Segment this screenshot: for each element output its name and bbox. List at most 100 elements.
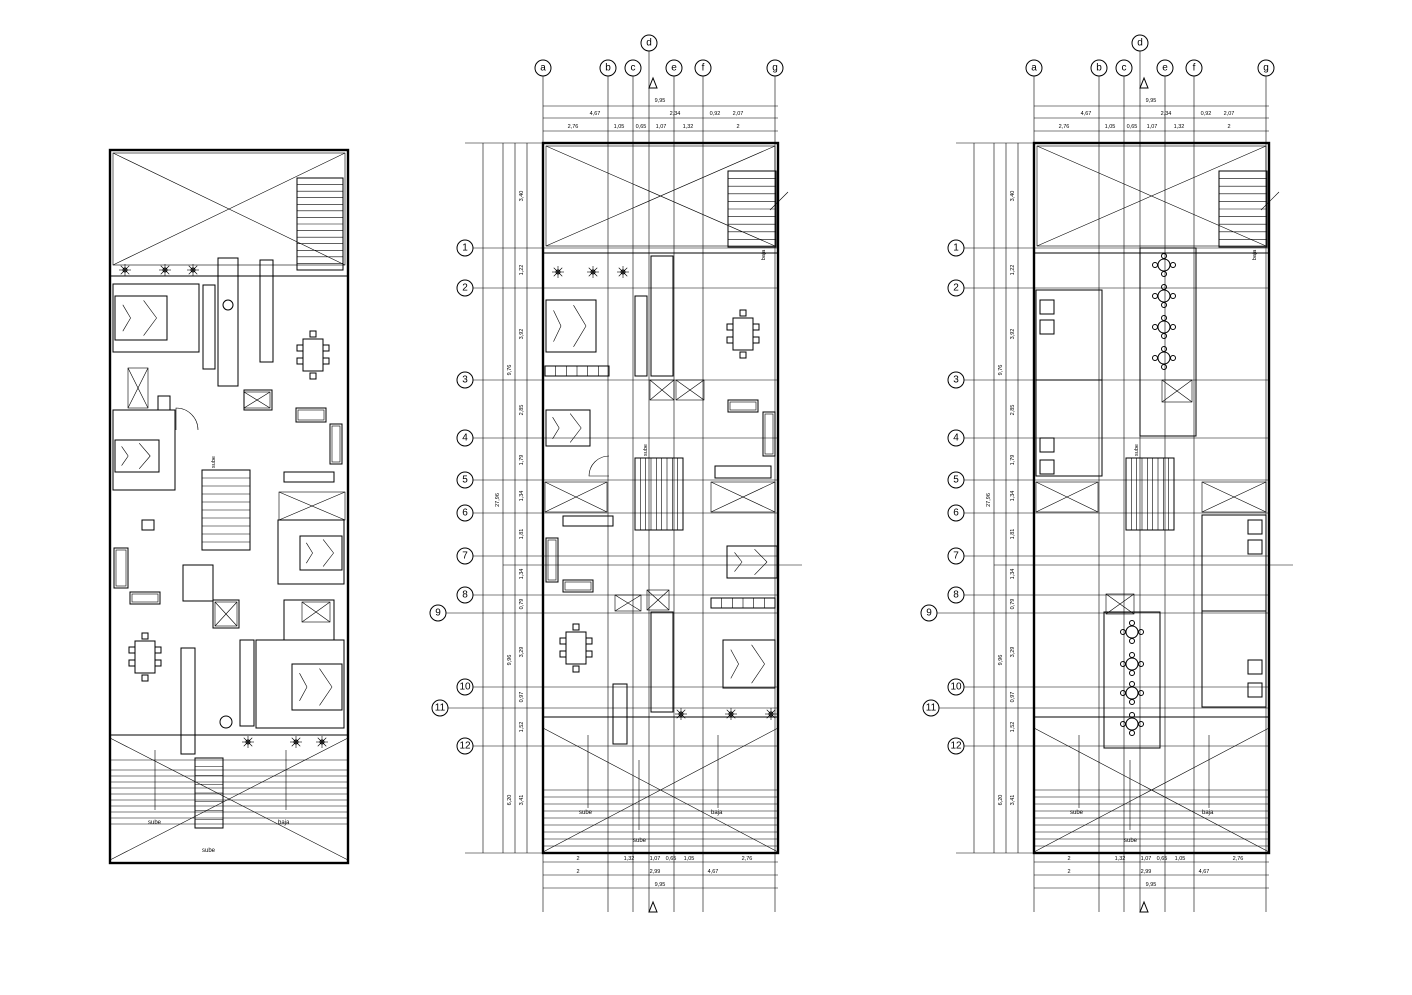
row-axis-2-label: 2 [953, 283, 959, 294]
stair-label-top: sube [211, 456, 217, 468]
dim-top2-2: 0,65 [1127, 124, 1138, 130]
col-axis-g: g [1257, 59, 1275, 77]
rear-garden-void [545, 145, 776, 247]
bath-4-shaft [214, 601, 238, 627]
dim-bot1-3: 0,65 [666, 856, 677, 862]
col-axis-e-label: e [671, 63, 677, 74]
dim-bot1-4: 1,05 [1175, 856, 1186, 862]
row-axis-7: 7 [947, 547, 965, 565]
row-axis-12-label: 12 [950, 741, 962, 752]
light-well-left [544, 481, 608, 513]
planter-bot-2 [765, 708, 777, 720]
central-stair [201, 469, 251, 551]
dim-left-seg-6: 1,81 [1010, 529, 1016, 540]
rear-garden-void [1036, 145, 1267, 247]
row-axis-6: 6 [947, 504, 965, 522]
central-stair-label: sube [643, 444, 649, 456]
row-axis-3-label: 3 [953, 375, 959, 386]
dim-top1-0: 4,67 [590, 111, 601, 117]
row-axis-6-label: 6 [462, 508, 468, 519]
row-axis-2: 2 [456, 279, 474, 297]
dim-bot2-0: 2 [576, 869, 579, 875]
dim-left-seg-12: 3,41 [519, 795, 525, 806]
row-axis-8-label: 8 [462, 590, 468, 601]
front-parking [1033, 727, 1270, 853]
sink-icon-2 [219, 715, 233, 729]
central-stair-label: sube [1134, 444, 1140, 456]
planter-1 [159, 264, 171, 276]
round-table-bot-3 [1120, 712, 1144, 736]
col-axis-a: a [1025, 59, 1043, 77]
row-axis-8: 8 [947, 586, 965, 604]
col-axis-a: a [534, 59, 552, 77]
section-mark-bottom [648, 900, 658, 913]
tv-unit-2 [141, 519, 155, 531]
row-axis-6-label: 6 [953, 508, 959, 519]
col-axis-d-label: d [1137, 38, 1143, 49]
row-axis-7-label: 7 [953, 551, 959, 562]
col-axis-c-label: c [1122, 63, 1127, 74]
col-axis-d-label: d [646, 38, 652, 49]
seat-a-2 [1039, 437, 1055, 453]
seat-a-3 [1039, 459, 1055, 475]
planter-top-2 [617, 266, 629, 278]
row-axis-6: 6 [456, 504, 474, 522]
row-axis-4-label: 4 [953, 433, 959, 444]
bedroom-1-bed [545, 299, 597, 353]
dim-left-seg-11: 1,52 [1010, 722, 1016, 733]
bath-4 [212, 599, 240, 629]
kitchen-counter [634, 295, 648, 377]
dim-bottom-total: 9,95 [1146, 882, 1157, 888]
ramp-label-left: sube [148, 820, 162, 826]
col-axis-a-label: a [540, 63, 546, 74]
col-axis-b: b [599, 59, 617, 77]
dim-left-seg-2: 3,92 [1010, 329, 1016, 340]
bath-shaft-2 [649, 379, 675, 401]
row-axis-12: 12 [456, 737, 474, 755]
row-axis-9: 9 [920, 604, 938, 622]
seat-a-0 [1039, 299, 1055, 315]
bath-5-shaft [301, 601, 331, 623]
dining-table-2 [559, 623, 593, 673]
col-axis-d: d [640, 34, 658, 52]
col-axis-g-label: g [772, 63, 778, 74]
bedroom-3-room [277, 519, 345, 585]
dim-left-total: 27,96 [495, 493, 501, 507]
dining-hall-bottom [1103, 611, 1161, 749]
room-b [1035, 379, 1103, 477]
tv-unit-2 [562, 515, 614, 527]
col-axis-b-label: b [605, 63, 611, 74]
planter-2 [187, 264, 199, 276]
dim-top2-1: 1,05 [614, 124, 625, 130]
dim-left-seg-9: 3,29 [1010, 647, 1016, 658]
dim-bot2-1: 2,99 [1141, 869, 1152, 875]
bath-shaft-4 [646, 589, 670, 611]
rear-stair-label: baja [761, 249, 767, 260]
bedroom-3-bed [299, 535, 343, 571]
service-void-top [1161, 379, 1193, 403]
tv-unit [714, 465, 772, 479]
wardrobe-1 [544, 365, 610, 377]
seat-a-1 [1039, 319, 1055, 335]
dim-left-seg-7: 1,34 [519, 569, 525, 580]
bedroom-2-door [588, 455, 610, 477]
sofa-3 [545, 537, 559, 583]
row-axis-5-label: 5 [462, 475, 468, 486]
dim-top2-0: 2,76 [1059, 124, 1070, 130]
dim-bot1-5: 2,76 [1233, 856, 1244, 862]
tv-unit [283, 471, 335, 483]
dim-bot2-1: 2,99 [650, 869, 661, 875]
central-stair [634, 457, 684, 531]
row-axis-9-label: 9 [926, 608, 932, 619]
section-mark-top [648, 76, 658, 89]
ramp-label-right: baja [711, 810, 723, 816]
dim-left-seg-5: 1,34 [1010, 491, 1016, 502]
section-mark-top [1139, 76, 1149, 89]
row-axis-11: 11 [431, 699, 449, 717]
rear-stair-label: baja [1252, 249, 1258, 260]
col-axis-c: c [1115, 59, 1133, 77]
dim-top2-0: 2,76 [568, 124, 579, 130]
dim-top1-2: 0,92 [710, 111, 721, 117]
row-axis-11: 11 [922, 699, 940, 717]
